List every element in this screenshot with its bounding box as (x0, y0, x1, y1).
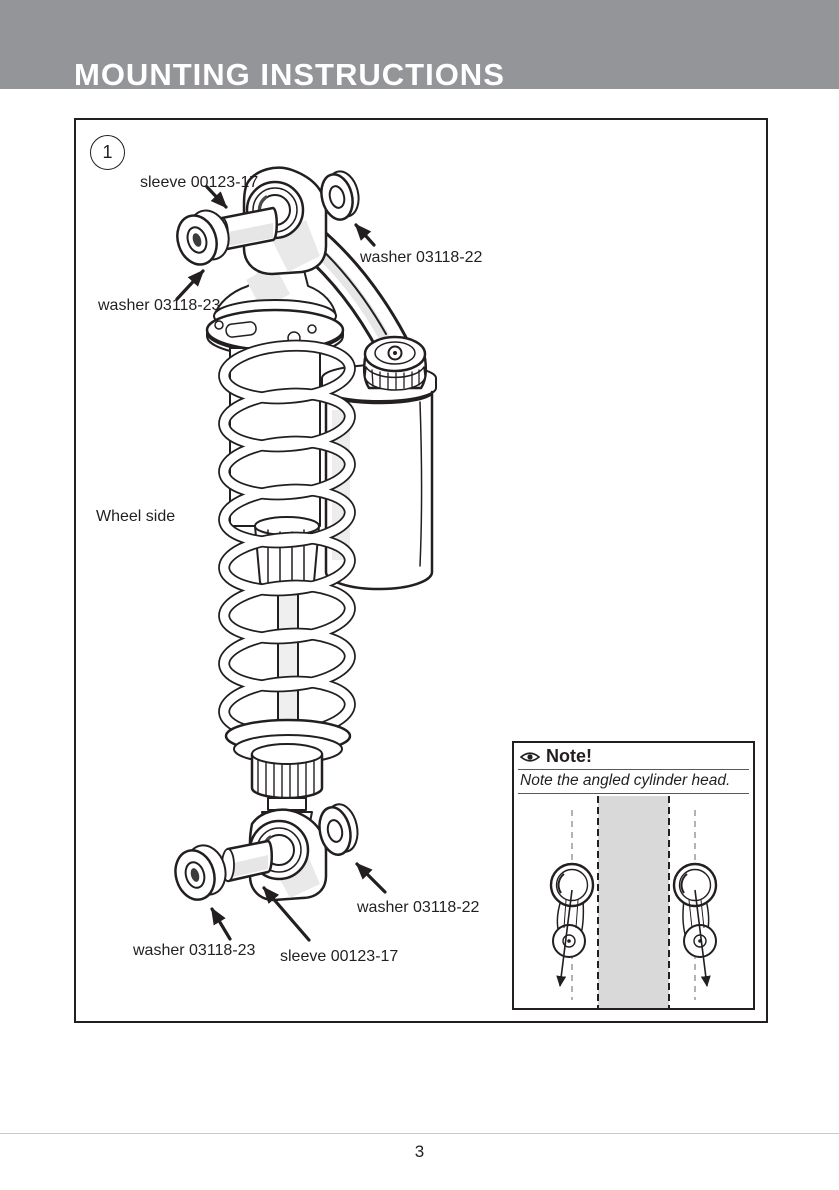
label-bottom-washer-left: washer 03118-23 (133, 942, 256, 959)
page-title: MOUNTING INSTRUCTIONS (74, 57, 505, 92)
label-wheel-side: Wheel side (96, 508, 176, 525)
note-text: Note the angled cylinder head. (520, 772, 731, 789)
mounting-figure: 1 sleeve 00123-17 washer 03118-22 washer… (74, 118, 768, 1023)
note-title: Note! (546, 746, 592, 766)
header-bar: MOUNTING INSTRUCTIONS (0, 0, 839, 92)
label-bottom-sleeve: sleeve 00123-17 (280, 948, 399, 965)
label-top-washer-left: washer 03118-23 (98, 297, 221, 314)
footer-divider (0, 1133, 839, 1134)
note-divider (518, 793, 749, 794)
step-number-badge: 1 (90, 135, 125, 170)
label-top-washer-right: washer 03118-22 (360, 249, 483, 266)
page-number: 3 (414, 1142, 425, 1161)
note-header: Note! (514, 743, 753, 768)
note-eye-icon (520, 751, 540, 762)
cylinder-head-diagram (549, 796, 718, 1008)
label-bottom-washer-right: washer 03118-22 (357, 899, 480, 916)
note-box: Note! Note the angled cylinder head. (512, 741, 755, 1010)
label-top-sleeve: sleeve 00123-17 (140, 174, 259, 191)
note-divider (518, 769, 749, 770)
shock-absorber-illustration (174, 166, 437, 942)
